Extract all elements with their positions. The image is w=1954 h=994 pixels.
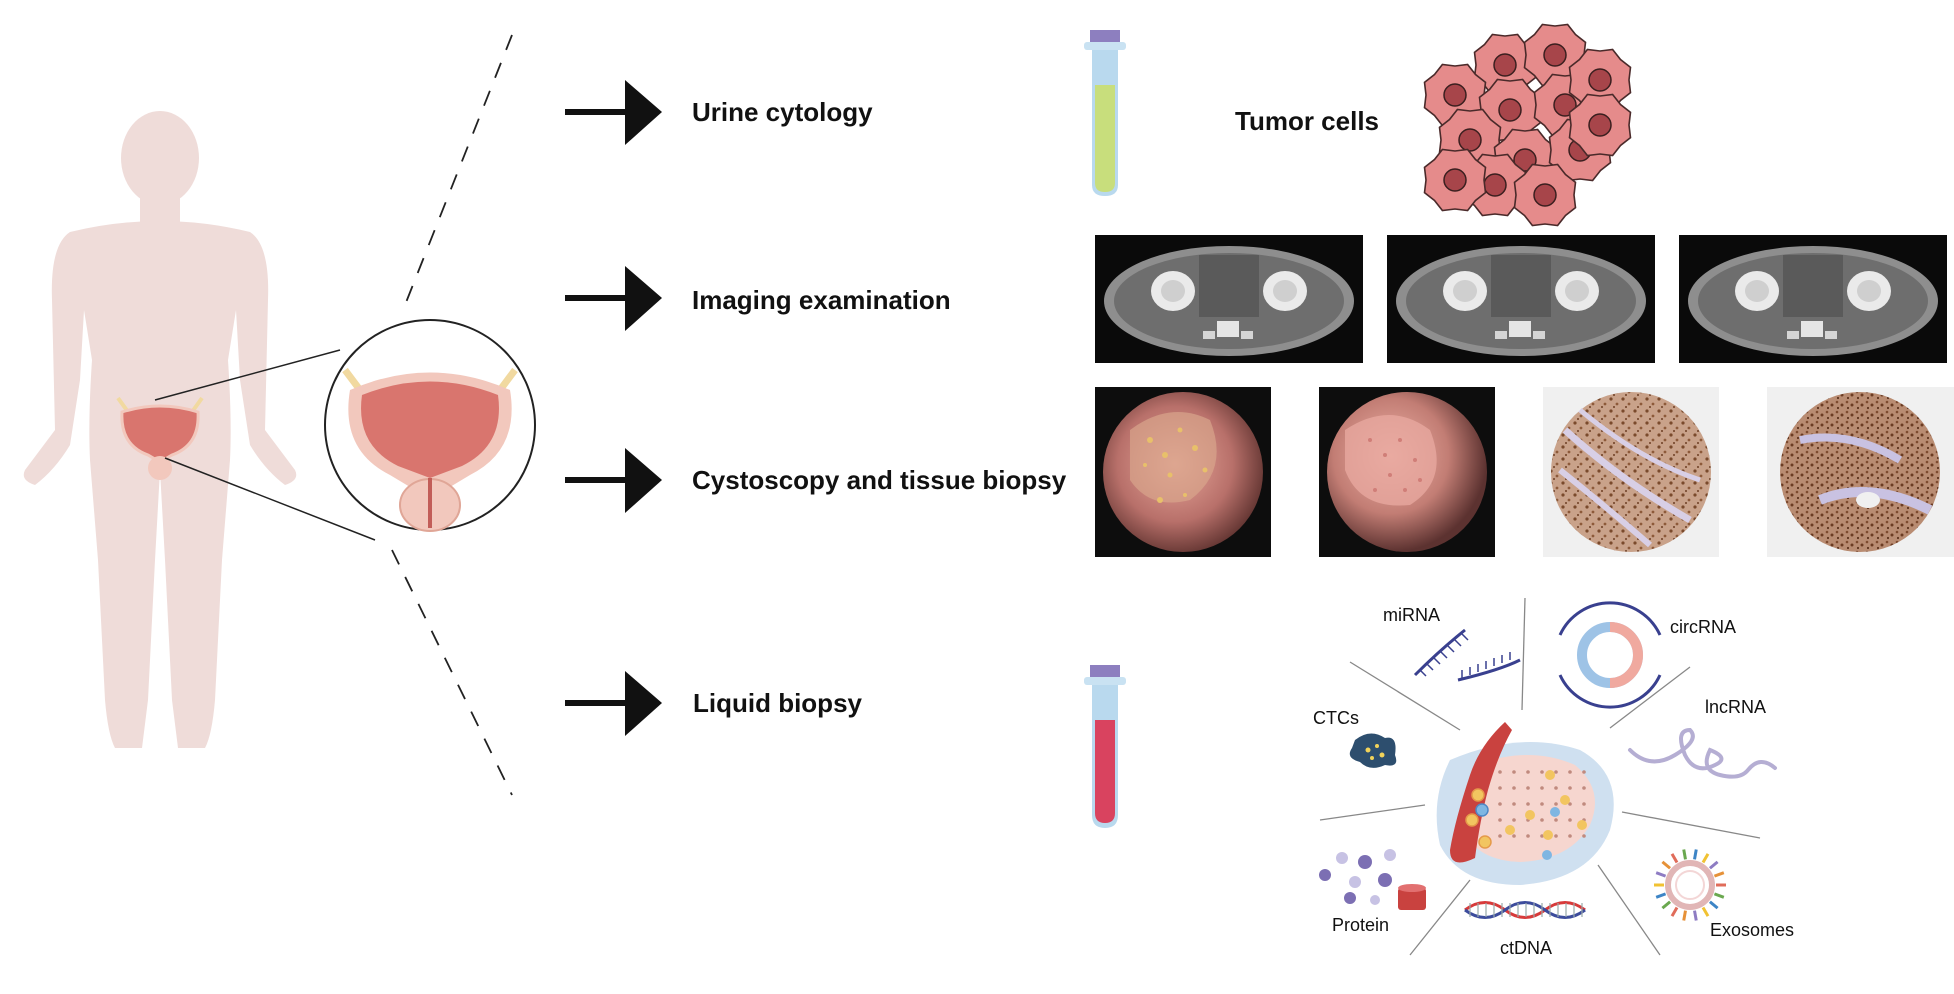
protein-label: Protein — [1332, 915, 1390, 935]
biomarker-spokes — [1319, 597, 1761, 956]
ct-scan-image-2 — [1387, 235, 1655, 363]
tumor-cells-label: Tumor cells — [1235, 106, 1380, 136]
circrna-icon — [1558, 601, 1662, 709]
ihc-stain-image-1 — [1543, 387, 1719, 557]
blood-tube-icon — [1084, 665, 1126, 828]
arrow-icon-urine — [565, 80, 662, 145]
dna-helix-icon — [1464, 901, 1586, 919]
circrna-label: circRNA — [1670, 617, 1736, 637]
ctcs-icon — [1349, 733, 1397, 768]
human-body-icon — [23, 111, 297, 748]
ctdna-label: ctDNA — [1500, 938, 1553, 958]
tumor-icon — [1436, 722, 1614, 885]
lncrna-icon — [1628, 727, 1777, 779]
arrow-icon-cystoscopy — [565, 448, 662, 513]
arrow-icon-imaging — [565, 266, 662, 331]
tumor-cells-icon — [1423, 23, 1632, 227]
bladder-zoom-icon — [324, 319, 536, 532]
bladder-small-icon — [116, 396, 204, 480]
protein-icon — [1319, 849, 1426, 910]
ctcs-label: CTCs — [1313, 708, 1359, 728]
exosome-icon — [1654, 849, 1726, 921]
method-label-imaging: Imaging examination — [692, 285, 951, 315]
cystoscopy-image-1 — [1095, 387, 1271, 557]
method-label-liquid: Liquid biopsy — [693, 688, 862, 718]
mirna-label: miRNA — [1383, 605, 1440, 625]
arrow-icon-liquid — [565, 671, 662, 736]
method-label-urine: Urine cytology — [692, 97, 873, 127]
ihc-stain-image-2 — [1767, 387, 1954, 557]
ct-scan-image-3 — [1679, 235, 1947, 363]
method-label-cystoscopy: Cystoscopy and tissue biopsy — [692, 465, 1067, 495]
ct-scan-image-1 — [1095, 235, 1363, 363]
cystoscopy-image-2 — [1319, 387, 1495, 557]
exosomes-label: Exosomes — [1710, 920, 1795, 940]
lncrna-label: lncRNA — [1705, 697, 1767, 717]
urine-tube-icon — [1084, 30, 1126, 196]
mirna-icon — [1413, 628, 1521, 682]
